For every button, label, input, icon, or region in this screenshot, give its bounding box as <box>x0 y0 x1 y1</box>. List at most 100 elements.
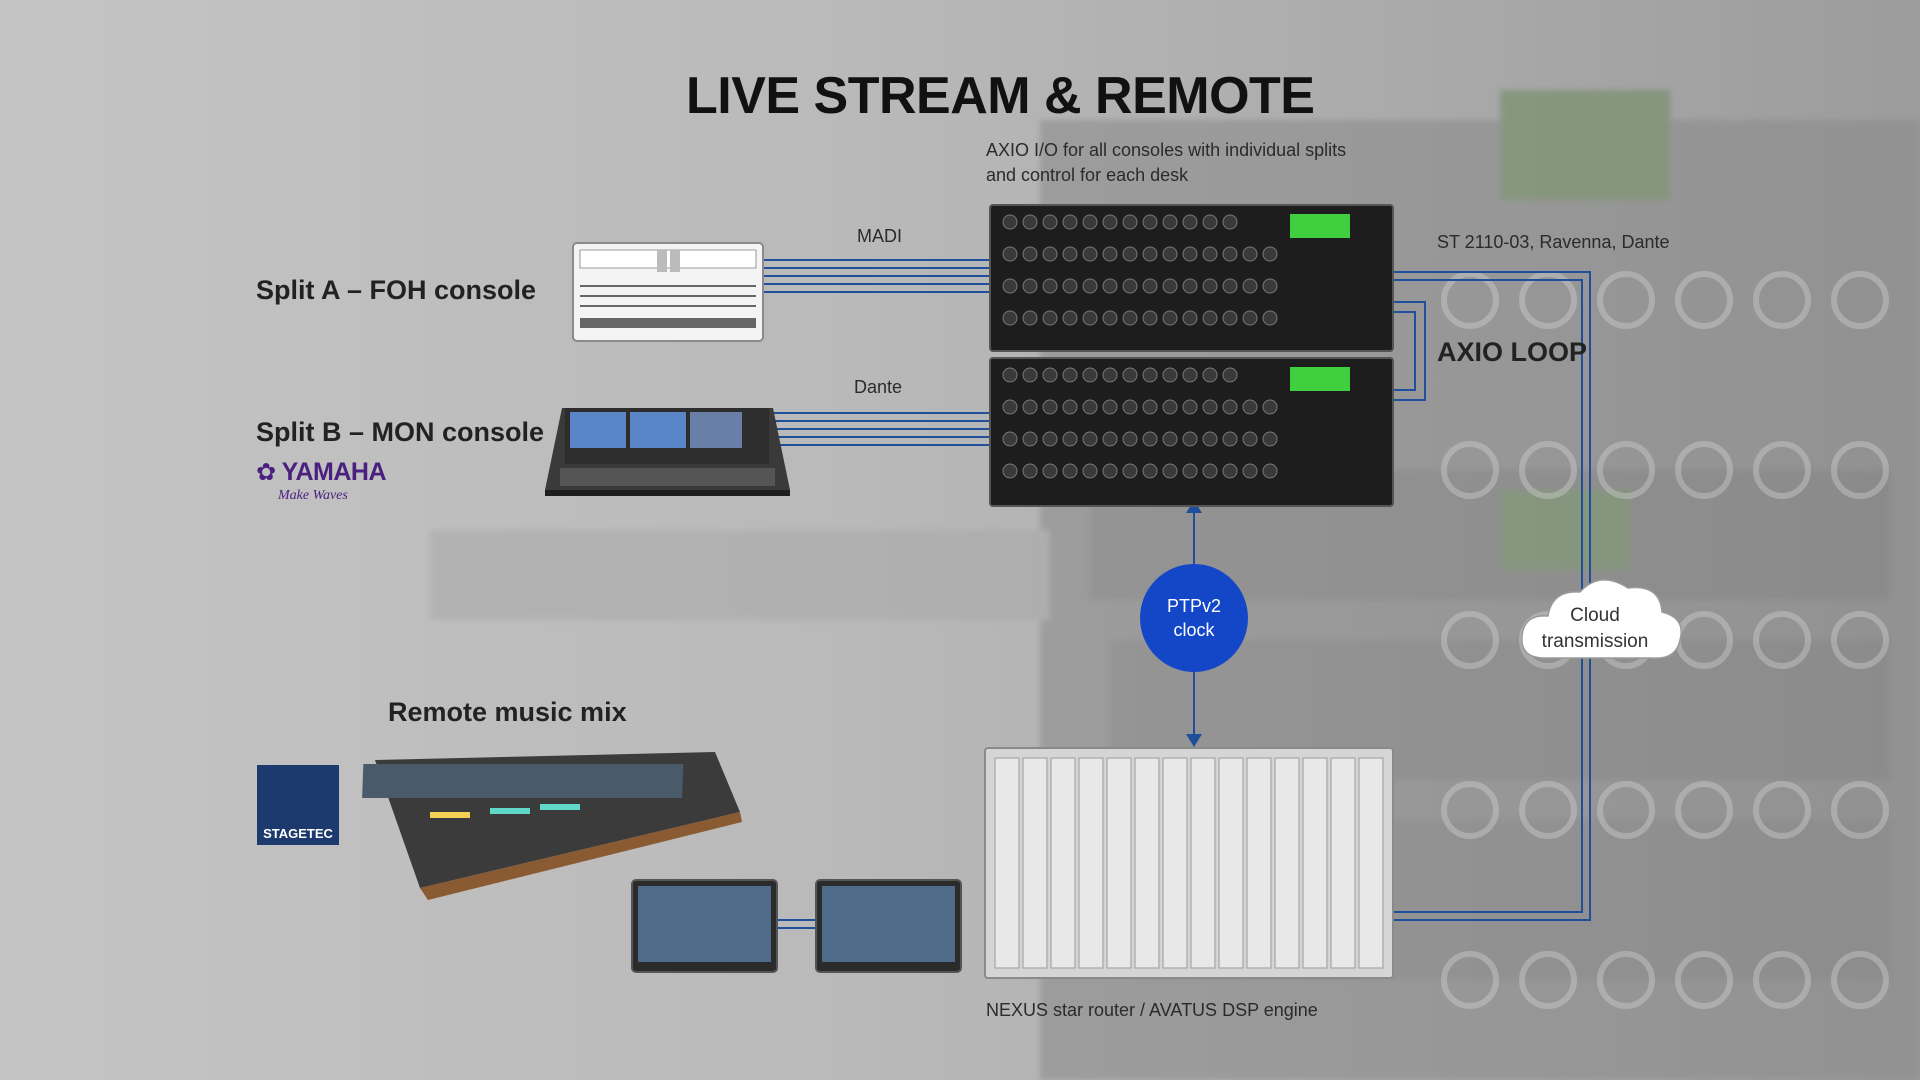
rack-port <box>1122 399 1138 415</box>
rack-port <box>1122 367 1138 383</box>
axio-io-racks <box>989 204 1394 507</box>
rack-port <box>1222 367 1238 383</box>
background-connector <box>1597 951 1655 1009</box>
axio-loop-label: AXIO LOOP <box>1437 337 1588 367</box>
rack-port <box>1082 246 1098 262</box>
rack-port <box>1102 431 1118 447</box>
nexus-card <box>1022 757 1048 969</box>
rack-port <box>1202 367 1218 383</box>
background-connector <box>1675 951 1733 1009</box>
rack-port <box>1182 278 1198 294</box>
rack-port <box>1062 399 1078 415</box>
background-connector <box>1441 951 1499 1009</box>
rack-port <box>1162 214 1178 230</box>
background-connector <box>1831 271 1889 329</box>
nexus-label: NEXUS star router / AVATUS DSP engine <box>986 1000 1318 1020</box>
rack-port <box>1162 310 1178 326</box>
ptp-line2: clock <box>1173 620 1215 640</box>
rack-port <box>1182 246 1198 262</box>
nexus-card <box>1190 757 1216 969</box>
rack-port <box>1022 278 1038 294</box>
rack-port <box>1222 399 1238 415</box>
background-connector <box>1753 611 1811 669</box>
rack-port <box>1042 431 1058 447</box>
rack-port <box>1162 246 1178 262</box>
rack-port <box>1142 246 1158 262</box>
rack-port <box>1202 399 1218 415</box>
st2110-label: ST 2110-03, Ravenna, Dante <box>1437 232 1670 252</box>
nexus-card <box>1106 757 1132 969</box>
rack-port <box>1042 463 1058 479</box>
rack-port <box>1122 246 1138 262</box>
nexus-card <box>1162 757 1188 969</box>
rack-port <box>1002 310 1018 326</box>
rack-port <box>1002 214 1018 230</box>
nexus-card <box>1302 757 1328 969</box>
rack-port <box>1262 463 1278 479</box>
rack-port <box>1082 310 1098 326</box>
rack-port <box>1202 463 1218 479</box>
rack-port <box>1262 399 1278 415</box>
background-connector <box>1675 441 1733 499</box>
rack-port <box>1202 214 1218 230</box>
rack-port <box>1242 278 1258 294</box>
nexus-card <box>1134 757 1160 969</box>
ptp-line1: PTPv2 <box>1166 596 1222 616</box>
stagetec-logo: STAGETEC <box>257 765 339 845</box>
split-a-label: Split A – FOH console <box>256 275 537 305</box>
rack-port <box>1122 463 1138 479</box>
foh-console <box>572 242 764 342</box>
mon-console <box>545 408 790 496</box>
remote-console <box>362 752 742 900</box>
axio-description-line1: AXIO I/O for all consoles with individua… <box>986 140 1347 160</box>
background-connector <box>1441 441 1499 499</box>
rack-port <box>1022 310 1038 326</box>
rack-port <box>1082 214 1098 230</box>
rack-port <box>1262 310 1278 326</box>
rack-port <box>1022 214 1038 230</box>
rack-port <box>1202 310 1218 326</box>
background-connector <box>1675 271 1733 329</box>
background-connector <box>1675 781 1733 839</box>
rack-port <box>1202 278 1218 294</box>
background-connector <box>1519 441 1577 499</box>
rack-port <box>1102 310 1118 326</box>
rack-port <box>1162 431 1178 447</box>
rack-port <box>1222 278 1238 294</box>
rack-port <box>1002 246 1018 262</box>
rack-port <box>1142 278 1158 294</box>
rack-port <box>1142 214 1158 230</box>
rack-port <box>1222 431 1238 447</box>
rack-port <box>1122 278 1138 294</box>
rack-port <box>1022 399 1038 415</box>
rack-port <box>1062 214 1078 230</box>
rack-port <box>1182 431 1198 447</box>
rack-port <box>1162 463 1178 479</box>
background-connector <box>1753 951 1811 1009</box>
rack-port <box>1102 367 1118 383</box>
rack-port <box>1222 463 1238 479</box>
background-connector <box>1753 781 1811 839</box>
nexus-card <box>994 757 1020 969</box>
rack-port <box>1062 246 1078 262</box>
rack-port <box>1142 431 1158 447</box>
background-connector <box>1597 441 1655 499</box>
rack-port <box>1002 431 1018 447</box>
nexus-card <box>1358 757 1384 969</box>
rack-port <box>1182 367 1198 383</box>
rack-port <box>1082 399 1098 415</box>
rack-port <box>1002 463 1018 479</box>
rack-port <box>1062 431 1078 447</box>
rack-port <box>1102 214 1118 230</box>
nexus-card <box>1246 757 1272 969</box>
rack-port <box>1042 310 1058 326</box>
rack-port <box>1042 399 1058 415</box>
rack-port <box>1242 246 1258 262</box>
cloud-transmission-label: Cloud transmission <box>1520 603 1670 655</box>
rack-port <box>1022 463 1038 479</box>
rack-port <box>1142 399 1158 415</box>
rack-port <box>1002 399 1018 415</box>
rack-port <box>1142 463 1158 479</box>
rack-port <box>1242 431 1258 447</box>
